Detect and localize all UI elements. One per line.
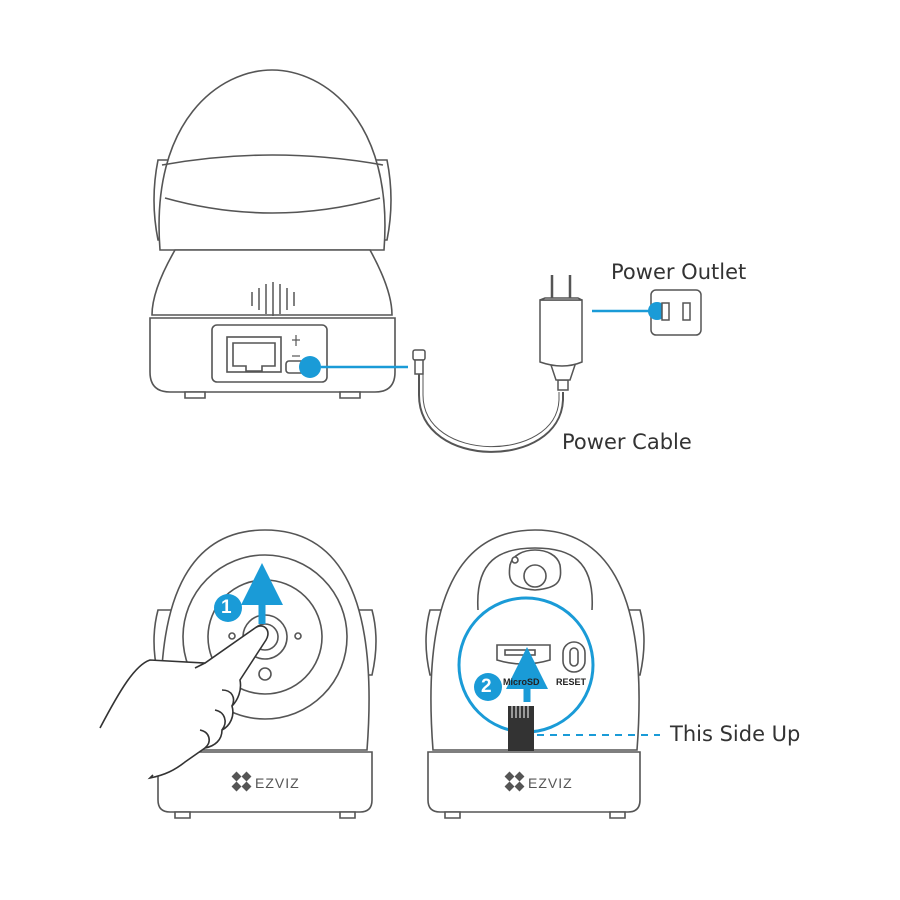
step2-badge bbox=[474, 673, 502, 701]
brand-text-right: EZVIZ bbox=[528, 775, 573, 791]
step1-number: 1 bbox=[221, 597, 232, 618]
power-outlet-label: Power Outlet bbox=[611, 260, 747, 284]
this-side-up-label: This Side Up bbox=[670, 722, 801, 746]
power-cable-label: Power Cable bbox=[562, 430, 692, 454]
ezviz-logo-left bbox=[231, 771, 252, 792]
reset-label: RESET bbox=[556, 677, 587, 687]
microsd-label: MicroSD bbox=[503, 677, 540, 687]
brand-text-left: EZVIZ bbox=[255, 775, 300, 791]
sd-card bbox=[508, 706, 534, 751]
power-cable bbox=[412, 275, 583, 453]
usb-port-highlight bbox=[299, 356, 321, 378]
step2-number: 2 bbox=[481, 676, 492, 697]
step1-badge bbox=[214, 594, 242, 622]
power-outlet bbox=[648, 289, 702, 336]
ezviz-logo-right bbox=[504, 771, 525, 792]
camera-back-top bbox=[149, 69, 396, 399]
hand-illustration bbox=[99, 625, 269, 780]
